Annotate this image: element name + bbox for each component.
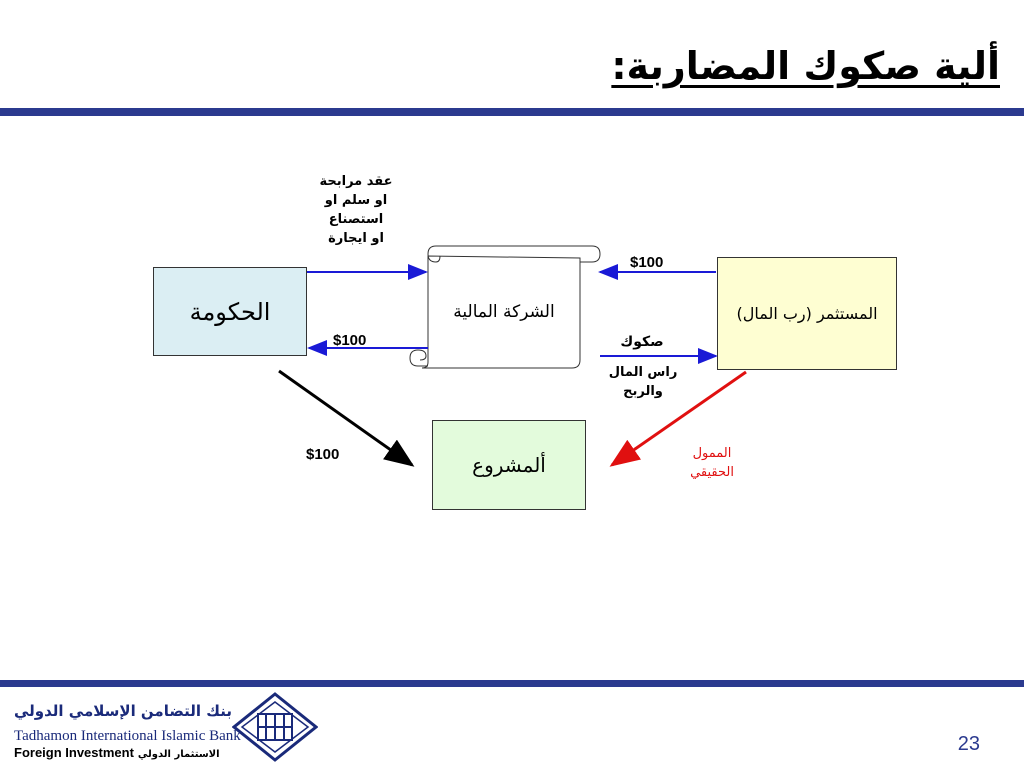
page-number: 23 bbox=[957, 733, 980, 755]
finance-company-box: الشركة المالية bbox=[430, 262, 578, 362]
finance-company-label: الشركة المالية bbox=[453, 302, 555, 322]
investor-payment-label: $100 bbox=[630, 254, 664, 271]
arrow-investor-to-project bbox=[609, 370, 747, 467]
arrow-government-to-project bbox=[278, 369, 415, 467]
department-english: Foreign Investment bbox=[14, 745, 134, 760]
sukuk-label: صكوك bbox=[620, 334, 664, 350]
bank-name-english: Tadhamon International Islamic Bank bbox=[14, 728, 241, 744]
government-label: الحكومة bbox=[189, 297, 271, 326]
footer-divider bbox=[0, 680, 1024, 687]
company-payment-label: $100 bbox=[333, 332, 367, 349]
capital-profit-label: راس المال والربح bbox=[608, 365, 678, 399]
real-financier-label: الممول الحقيقي bbox=[690, 446, 734, 480]
government-project-amount: $100 bbox=[306, 446, 340, 463]
project-box: ألمشروع bbox=[432, 420, 586, 510]
government-box: الحكومة bbox=[153, 267, 307, 356]
investor-label: المستثمر (رب المال) bbox=[736, 304, 878, 323]
bank-name-arabic: بنك التضامن الإسلامي الدولي bbox=[14, 702, 232, 720]
department-arabic: الاستثمار الدولي bbox=[137, 749, 220, 760]
contract-types-label: عقد مرابحة او سلم او استصناع او ايجارة bbox=[319, 174, 393, 246]
bank-logo-icon bbox=[232, 692, 318, 762]
page-title: ألية صكوك المضاربة: bbox=[611, 44, 1000, 88]
finance-company-scroll bbox=[409, 245, 601, 369]
title-divider bbox=[0, 108, 1024, 116]
investor-box: المستثمر (رب المال) bbox=[717, 257, 897, 370]
project-label: ألمشروع bbox=[472, 453, 546, 477]
